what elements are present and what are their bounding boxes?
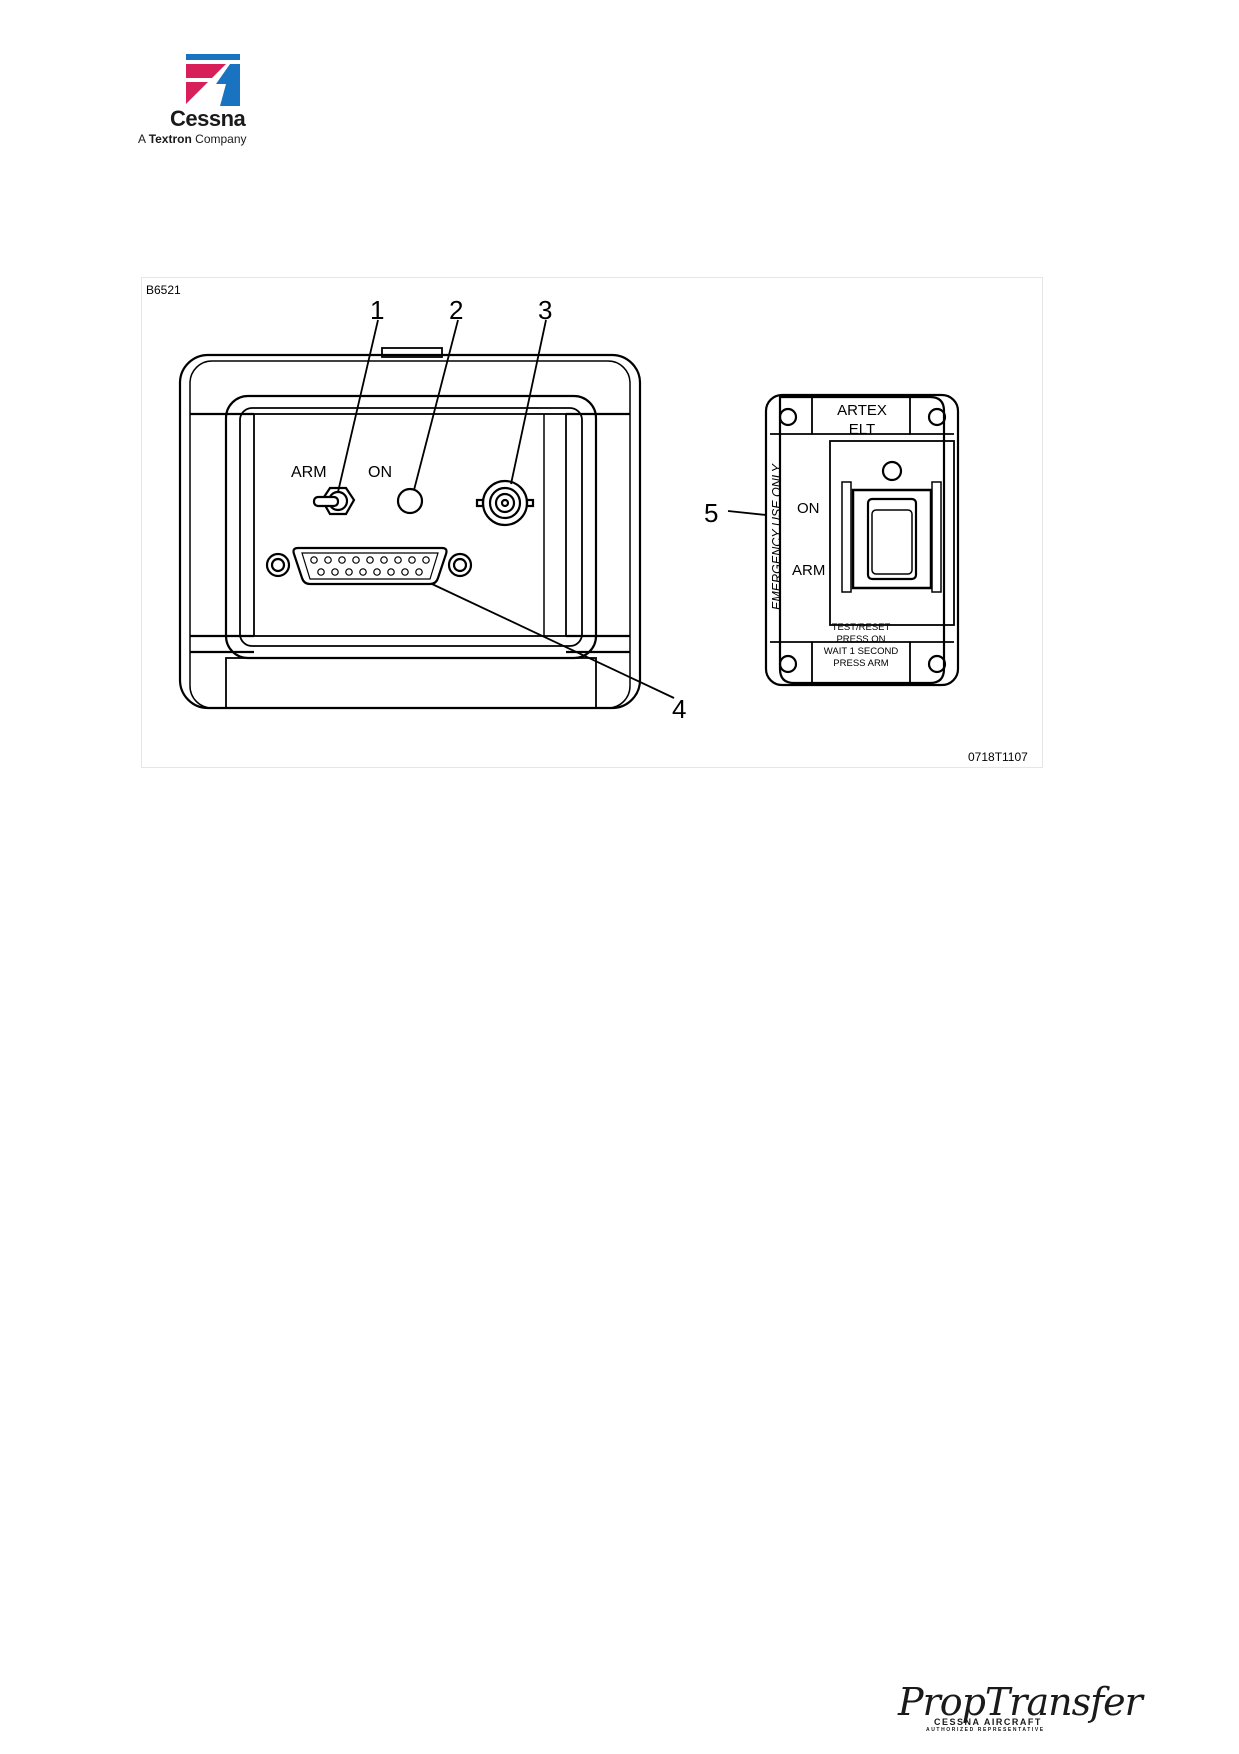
antenna-connector [475,479,535,527]
remote-instruction-line1: TEST/RESET [832,622,891,633]
remote-side-text: EMERGENCY USE ONLY [770,462,784,610]
callout-2: 2 [449,295,463,325]
indicator-light [396,487,424,515]
toggle-switch [312,486,356,516]
remote-instruction-line3: WAIT 1 SECOND [824,646,899,657]
elt-illustration: B6521 0718T1107 1 2 3 4 5 ARM ON ARTEX E… [146,283,1028,764]
brand-name: Cessna [170,106,246,131]
callout-3: 3 [538,295,552,325]
remote-title-line1: ARTEX [837,402,887,419]
remote-on-label: ON [797,500,820,517]
remote-instruction-line4: PRESS ARM [833,658,889,669]
callout-1: 1 [370,295,384,325]
callout-4: 4 [672,694,686,724]
transmitter-on-label: ON [368,464,392,481]
proptransfer-script: PropTransfer [898,1680,1143,1724]
brand-subtitle: A Textron Company [138,132,247,146]
remote-arm-label: ARM [792,562,825,579]
proptransfer-line2: AUTHORIZED REPRESENTATIVE [926,1727,1045,1733]
figure-id: B6521 [146,283,181,297]
mounting-strap [224,394,598,660]
dsub-pins [310,556,430,576]
remote-title-line2: ELT [849,421,875,438]
dsub-connector [265,546,473,586]
proptransfer-logo: PropTransfer CESSNA AIRCRAFT AUTHORIZED … [898,1680,1143,1734]
drawing-number: 0718T1107 [968,750,1028,764]
transmitter-arm-label: ARM [291,464,327,481]
elt-figure: B6521 0718T1107 1 2 3 4 5 ARM ON ARTEX E… [141,277,1043,768]
callout-5: 5 [704,498,718,528]
remote-switch-panel [764,393,960,687]
proptransfer-line1: CESSNA AIRCRAFT [934,1717,1042,1727]
cessna-logo: Cessna A Textron Company [136,54,256,146]
transmitter-front-panel [253,413,567,637]
remote-instruction-line2: PRESS ON [836,634,885,645]
cessna-logo-icon [186,54,240,106]
